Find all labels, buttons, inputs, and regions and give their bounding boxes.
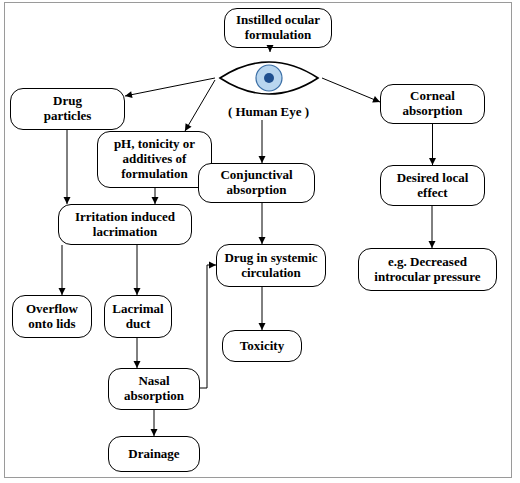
arrow-line: [262, 287, 263, 330]
arrow-line: [154, 410, 155, 436]
arrow-line: [137, 245, 138, 295]
box-label: Overflow onto lids: [16, 302, 88, 332]
arrow-line: [185, 80, 215, 131]
box-label: Lacrimal duct: [108, 302, 168, 332]
process-box: Nasal absorption: [108, 368, 200, 410]
arrow-line: [62, 245, 63, 295]
process-box: pH, tonicity or additives of formulation: [97, 131, 212, 188]
box-label: Conjunctival absorption: [202, 168, 311, 198]
arrow-line: [322, 78, 380, 102]
process-box: Toxicity: [222, 330, 302, 362]
eye-illustration: [218, 54, 320, 102]
flow-arrow: [152, 188, 159, 204]
flow-arrow: [259, 203, 266, 244]
process-box: Corneal absorption: [380, 84, 485, 124]
eye-node: ( Human Eye ): [215, 52, 322, 120]
box-label: Toxicity: [240, 339, 284, 354]
arrow-head: [64, 197, 71, 204]
arrow-head: [429, 158, 436, 165]
flow-arrow: [429, 124, 436, 165]
arrow-line: [155, 188, 156, 204]
flow-arrow: [322, 78, 380, 103]
arrow-line: [137, 338, 138, 368]
process-box: e.g. Decreased introcular pressure: [358, 248, 497, 291]
process-box: Desired local effect: [380, 165, 485, 206]
process-box: Instilled ocular formulation: [224, 8, 332, 48]
process-box: Drug in systemic circulation: [216, 244, 326, 287]
arrow-line: [270, 48, 271, 52]
arrow-head: [259, 323, 266, 330]
flow-arrow: [125, 78, 215, 98]
box-label: Drug particles: [38, 94, 98, 124]
box-label: Desired local effect: [384, 171, 481, 201]
arrow-line: [125, 78, 215, 96]
flow-arrow: [185, 80, 215, 131]
box-label: ( Human Eye ): [228, 105, 309, 120]
flow-arrow: [59, 245, 66, 295]
box-label: Instilled ocular formulation: [228, 13, 328, 43]
flow-arrow: [134, 338, 141, 368]
arrow-line: [262, 120, 263, 163]
arrow-head: [125, 91, 133, 98]
box-label: Drug in systemic circulation: [220, 251, 322, 281]
arrow-head: [185, 123, 192, 131]
flow-arrow: [259, 120, 266, 163]
arrow-head: [209, 262, 216, 269]
arrow-head: [259, 156, 266, 163]
arrow-head: [259, 237, 266, 244]
flow-arrow: [64, 130, 71, 204]
process-box: Drug particles: [10, 88, 125, 130]
flow-arrow: [151, 410, 158, 436]
box-label: Nasal absorption: [112, 374, 196, 404]
process-box: Irritation induced lacrimation: [58, 204, 192, 245]
arrow-head: [151, 429, 158, 436]
box-label: Drainage: [128, 447, 179, 462]
arrow-head: [152, 197, 159, 204]
process-box: Drainage: [108, 436, 200, 472]
arrow-head: [134, 288, 141, 295]
arrow-head: [429, 241, 436, 248]
flow-arrow: [429, 206, 436, 248]
process-box: Overflow onto lids: [12, 295, 92, 338]
box-label: e.g. Decreased introcular pressure: [362, 255, 493, 285]
box-label: Irritation induced lacrimation: [62, 210, 188, 240]
arrow-head: [59, 288, 66, 295]
arrow-line: [67, 130, 68, 204]
arrow-head: [134, 361, 141, 368]
process-box: Lacrimal duct: [104, 295, 172, 338]
arrow-line: [432, 206, 433, 248]
flow-arrow: [259, 287, 266, 330]
arrow-line: [432, 124, 433, 165]
process-box: Conjunctival absorption: [198, 163, 315, 203]
flow-arrow: [200, 262, 216, 389]
box-label: pH, tonicity or additives of formulation: [101, 137, 208, 182]
arrow-line: [200, 265, 216, 388]
arrow-head: [372, 96, 380, 102]
arrow-line: [262, 203, 263, 244]
flow-arrow: [134, 245, 141, 295]
box-label: Corneal absorption: [384, 89, 481, 119]
